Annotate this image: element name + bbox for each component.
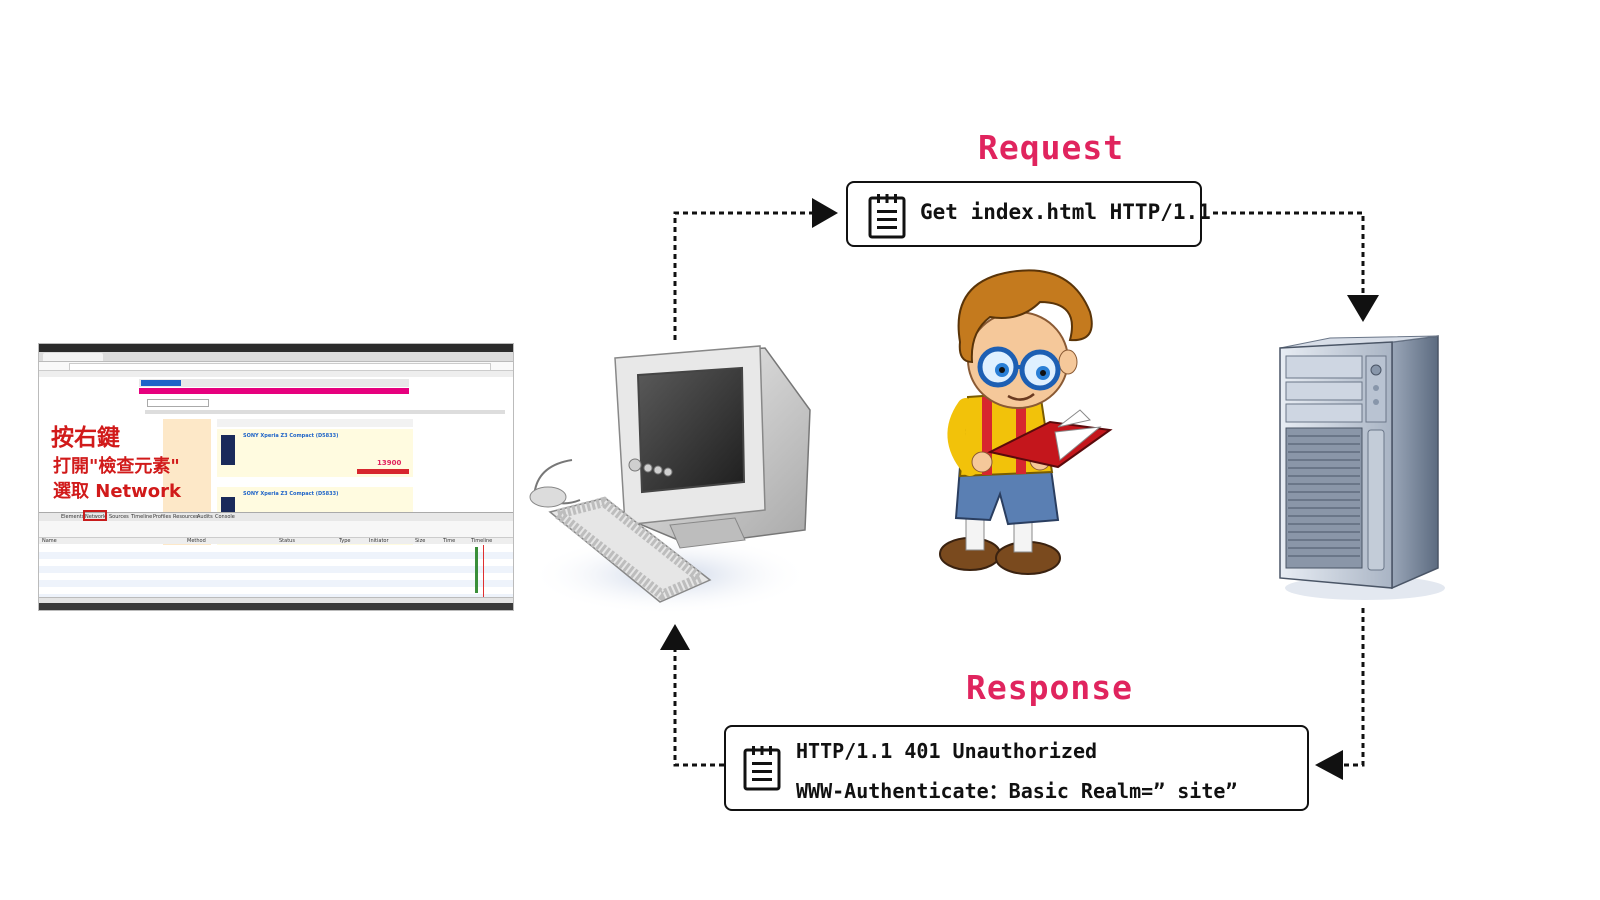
col-name: Name: [42, 538, 57, 544]
arrow-icon: [1315, 750, 1343, 780]
request-line: Get index.html HTTP/1.1: [920, 200, 1211, 224]
devtools-tab-sources[interactable]: Sources: [109, 514, 129, 520]
network-status-bar: [39, 597, 513, 604]
col-status: Status: [279, 538, 295, 544]
request-out-path: [673, 211, 812, 340]
product-title: SONY Xperia Z3 Compact (D5833): [243, 491, 339, 497]
product-row: SONY Xperia Z3 Compact (D5833) 13900: [217, 429, 413, 477]
response-in-path: [673, 650, 724, 767]
devtools-tabs: Elements Network Sources Timeline Profil…: [39, 512, 513, 521]
devtools-tab-console[interactable]: Console: [215, 514, 235, 520]
boy-reading-icon: [939, 269, 1113, 575]
response-box: HTTP/1.1 401 Unauthorized WWW-Authentica…: [724, 725, 1309, 811]
browser-tab-bar: [39, 352, 513, 362]
annotation-right-click: 按右鍵: [51, 425, 120, 451]
col-type: Type: [339, 538, 351, 544]
network-rows: [39, 545, 513, 597]
annotation-select-network: 選取 Network: [53, 481, 181, 502]
request-heading: Request: [978, 128, 1125, 167]
arrow-icon: [660, 624, 690, 650]
devtools-tab-elements[interactable]: Elements: [61, 514, 85, 520]
response-heading: Response: [966, 668, 1133, 707]
col-method: Method: [187, 538, 206, 544]
request-box: Get index.html HTTP/1.1: [846, 181, 1211, 247]
annotation-open-inspect: 打開"檢查元素": [53, 456, 180, 477]
browser-screenshot: SONY Xperia Z3 Compact (D5833) 13900 SON…: [38, 343, 514, 611]
os-taskbar: [39, 603, 513, 610]
arrow-icon: [1347, 295, 1379, 322]
document-icon: [868, 194, 906, 239]
computer-icon: [529, 345, 811, 615]
document-icon: [743, 746, 781, 791]
response-status-line: HTTP/1.1 401 Unauthorized: [796, 739, 1098, 763]
network-tab-highlight: [83, 510, 107, 521]
col-size: Size: [415, 538, 426, 544]
devtools-tab-profiles[interactable]: Profiles: [153, 514, 172, 520]
network-columns: Name Method Status Type Initiator Size T…: [39, 538, 513, 544]
bookmarks-bar: [39, 371, 513, 377]
devtools-tab-audits[interactable]: Audits: [197, 514, 213, 520]
os-top-bar: [39, 344, 513, 352]
address-bar: [39, 362, 513, 371]
devtools-tab-network[interactable]: Network: [85, 514, 106, 520]
col-timeline: Timeline: [471, 538, 493, 544]
arrow-icon: [812, 198, 838, 228]
response-auth-header: WWW-Authenticate：Basic Realm=” site”: [796, 779, 1238, 803]
product-title: SONY Xperia Z3 Compact (D5833): [243, 433, 339, 439]
col-initiator: Initiator: [369, 538, 389, 544]
col-time: Time: [443, 538, 456, 544]
server-icon: [1279, 335, 1445, 600]
devtools-tab-timeline[interactable]: Timeline: [131, 514, 153, 520]
request-in-path: [1213, 211, 1365, 295]
devtools-toolbar: [39, 521, 513, 538]
devtools-tab-resources[interactable]: Resources: [173, 514, 199, 520]
product-price: 13900: [377, 459, 402, 467]
response-out-path: [1343, 608, 1365, 767]
